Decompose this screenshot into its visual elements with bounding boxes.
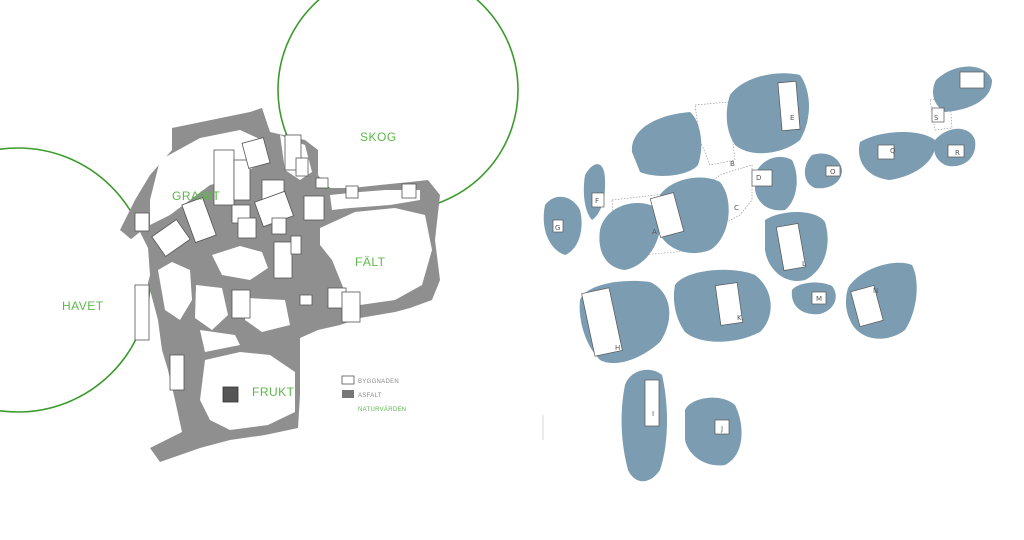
- nature-circle-havet: [0, 147, 151, 413]
- legend-label-asphalt: ASFALT: [358, 393, 382, 399]
- building-label: G: [555, 224, 560, 232]
- legend-swatch-asphalt: [342, 390, 354, 398]
- road-west: [130, 232, 150, 295]
- building-labels: A B C D E F G H I J K L M N Q R S O: [555, 114, 960, 433]
- building-label: Q: [890, 147, 896, 155]
- left-site-map: HAVET SKOG GRANIT FÄLT FRUKT BYGGNADEN A…: [0, 0, 519, 462]
- building-label: J: [720, 425, 723, 433]
- west-open: [158, 262, 192, 320]
- frukt-open: [200, 352, 295, 430]
- zone-label-frukt: FRUKT: [252, 385, 295, 399]
- legend: BYGGNADEN ASFALT NATURVÄRDEN: [341, 375, 406, 413]
- center-open-1: [212, 246, 268, 280]
- building-label: M: [816, 295, 822, 303]
- building-label: A: [652, 228, 657, 236]
- frukt-building: [222, 386, 239, 403]
- center-open-2: [195, 285, 228, 330]
- building-label: I: [652, 410, 654, 418]
- building-label: N: [873, 287, 878, 295]
- building-label: H: [615, 344, 620, 352]
- building-label: R: [955, 149, 960, 157]
- building-label: S: [934, 114, 939, 122]
- building-label: C: [734, 204, 739, 212]
- building-label: K: [737, 314, 742, 322]
- buildings-left: [134, 134, 417, 391]
- building-label: D: [756, 174, 761, 182]
- building-label: B: [730, 160, 735, 168]
- legend-label-buildings: BYGGNADEN: [358, 379, 399, 385]
- legend-label-nature: NATURVÄRDEN: [358, 406, 406, 413]
- zone-label-skog: SKOG: [360, 130, 397, 144]
- buildings-right: [552, 71, 985, 435]
- zone-label-havet: HAVET: [62, 299, 104, 313]
- zone-label-granit: GRANIT: [172, 189, 221, 203]
- center-open-4: [200, 330, 240, 352]
- building-label: L: [802, 260, 806, 268]
- building-label: E: [790, 114, 794, 122]
- building-label: F: [595, 197, 599, 205]
- center-open-3: [245, 298, 290, 332]
- building-label: O: [830, 168, 836, 176]
- falt-open: [320, 208, 432, 305]
- legend-swatch-buildings: [341, 375, 355, 385]
- zone-label-falt: FÄLT: [355, 255, 386, 269]
- right-site-map: A B C D E F G H I J K L M N Q R S O: [542, 66, 992, 482]
- blobs: [543, 66, 992, 482]
